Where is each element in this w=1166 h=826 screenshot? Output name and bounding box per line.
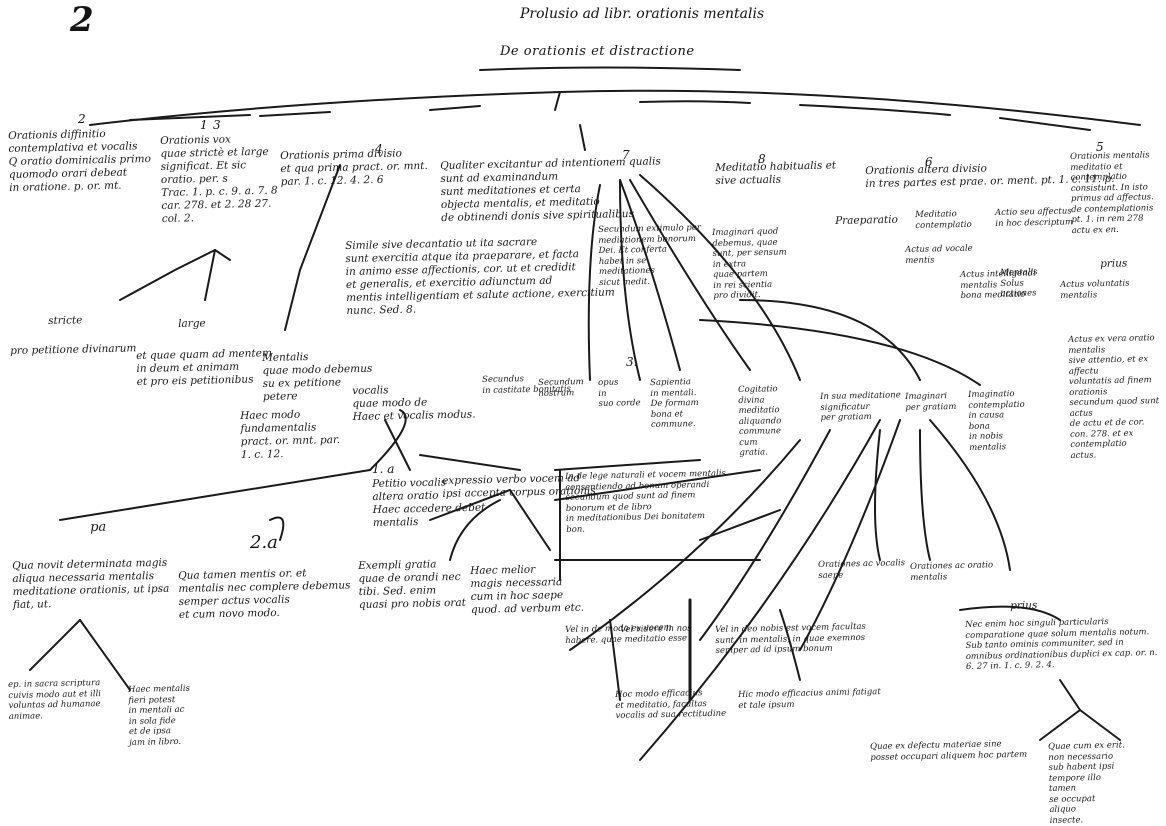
note-vel-videre: Vel videre in nos <box>620 623 692 635</box>
note-simile: Simile sive decantatio ut ita sacrare su… <box>345 235 615 317</box>
node-orationis-vox: Orationis vox quae strictè et large sign… <box>160 133 278 225</box>
note-lege-naturali: In de lege naturali et vocem mentalis co… <box>565 468 726 535</box>
note-qua-novit-2: Qua tamen mentis or. et mentalis nec com… <box>178 567 351 621</box>
note-exemplum: ep. in sacra scriptura cuivis modo aut e… <box>8 678 102 722</box>
node-meditatio-habitualis: Meditatio habitualis et sive actualis <box>715 159 837 187</box>
note-actus-voluntatis: Actus voluntatis mentalis <box>1060 278 1130 301</box>
branch-stricte: stricte <box>48 314 83 327</box>
node-number-6: 6 <box>925 155 933 169</box>
note-cum-ex-erit: Quae cum ex erit. non necessario sub hab… <box>1048 740 1125 826</box>
note-mentalis-solus: Mentalis Solus actiones <box>1000 267 1038 299</box>
node-number-3: 3 <box>213 118 221 132</box>
note-ex-defectu: Quae ex defectu materiae sine posset occ… <box>870 739 1028 763</box>
node-number-4: 4 <box>375 142 383 156</box>
branch-large: large <box>178 317 206 330</box>
node-number-5: 5 <box>1096 140 1104 154</box>
note-nec-enim: Nec enim hoc singuli particularis compar… <box>965 616 1158 672</box>
note-haec-melior: Haec melior magis necessaria cum in hoc … <box>470 563 585 616</box>
note-meditatio: Meditatio contemplatio <box>915 209 972 231</box>
branch-stricte-note: pro petitione divinarum <box>10 342 137 357</box>
node-orationis-prima-divisio: Orationis prima divisio et qua prima pra… <box>280 147 428 188</box>
note-praeparatio: Praeparatio <box>835 213 898 227</box>
label-pa: pa <box>90 519 107 535</box>
note-center-d: Secundum nostrum <box>538 377 584 399</box>
branch-large-note: et quae quam ad mentem in deum et animam… <box>136 347 272 388</box>
branch-mentalis-note: Haec modo fundamentalis pract. or. mnt. … <box>240 408 341 461</box>
page-number: 2 <box>70 0 94 40</box>
note-exempli-gratia: Exempli gratia quae de orandi nec tibi. … <box>358 558 466 611</box>
node-number-7: 7 <box>622 148 630 162</box>
note-center-a: Secundum extimulo per mediationem bonoru… <box>598 222 701 288</box>
branch-vocalis: vocalis quae modo de Haec et vocalis mod… <box>352 384 476 423</box>
note-hoc-modo: Hoc modo efficacius et meditatio, facult… <box>615 688 727 721</box>
note-orationes-vocalis: Orationes ac vocalis saepe <box>818 558 906 581</box>
note-haec-mentalis: Haec mentalis fieri potest in mentali ac… <box>128 683 191 748</box>
note-actus-vera: Actus ex vera oratio mentalis sive atten… <box>1068 333 1160 461</box>
note-hic-modo: Hic modo efficacius animi fatigat et tal… <box>738 687 881 711</box>
page-title: Prolusio ad libr. orationis mentalis <box>520 6 765 22</box>
note-center-f: Sapientia in mentali. De formam bona et … <box>650 377 699 430</box>
note-center-i: Imaginari per gratiam <box>905 391 957 413</box>
note-center-j: Imaginatio contemplatio in causa bona in… <box>968 389 1025 453</box>
node-number-1: 1 <box>200 118 208 132</box>
node-orationis-diffinitio: Orationis diffinitio contemplativa et vo… <box>8 127 151 194</box>
note-orationes-mentalis: Orationes ac oratio mentalis <box>910 560 994 583</box>
note-center-e: opus in suo corde <box>598 377 641 409</box>
node-number-8: 8 <box>758 152 766 166</box>
node-number-2a: 2.a <box>250 532 278 553</box>
node-number-3b: 3. <box>626 355 638 369</box>
node-number-1a: 1. a <box>372 462 395 476</box>
note-vel-in-deo: Vel in deo nobis est vocem facultas sunt… <box>715 621 866 656</box>
label-prius-top: prius <box>1100 257 1128 270</box>
node-qualiter-excitantur: Qualiter excitantur ad intentionem quali… <box>440 155 661 224</box>
note-center-b: Imaginari quod debemus, quae sunt, per s… <box>712 226 787 301</box>
note-actus-vocale: Actus ad vocale mentis <box>905 243 973 266</box>
note-qua-novit: Qua novit determinata magis aliqua neces… <box>12 556 170 611</box>
page-subtitle: De orationis et distractione <box>500 44 695 59</box>
node-orationis-mentalis: Orationis mentalis meditatio et contempl… <box>1070 150 1154 236</box>
note-center-h: In sua meditatione significatur per grat… <box>820 390 901 423</box>
node-number-2: 2 <box>78 112 86 126</box>
note-center-g: Cogitatio divina meditatio aliquando com… <box>738 384 782 458</box>
label-prius-bottom: prius <box>1010 599 1038 612</box>
note-actio-affectus: Actio seu affectus in hoc descriptum <box>995 206 1074 229</box>
